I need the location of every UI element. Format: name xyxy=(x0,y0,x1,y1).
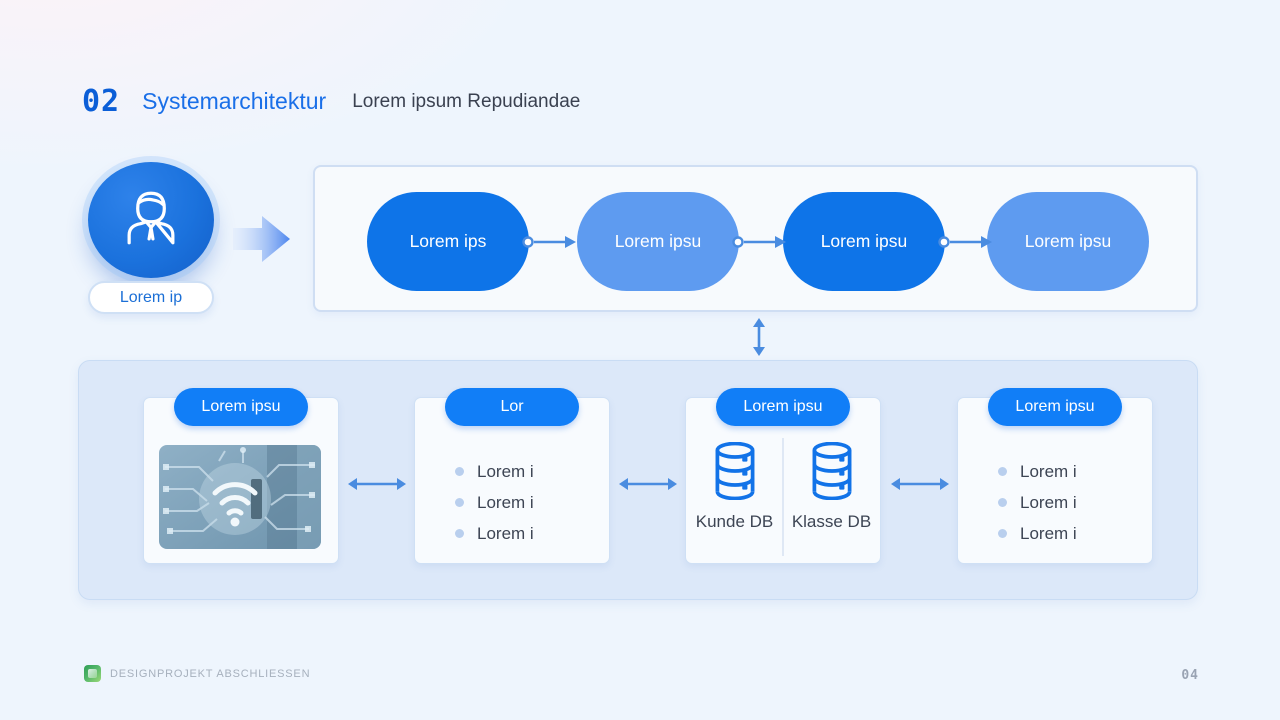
chevron-right-arrow xyxy=(233,216,290,262)
list-item: Lorem i xyxy=(958,487,1152,518)
flow-step-3: Lorem ipsu xyxy=(783,192,945,291)
bullet-list: Lorem i Lorem i Lorem i xyxy=(415,456,609,549)
module-card-list-2: Lorem ipsu Lorem i Lorem i Lorem i xyxy=(957,388,1153,564)
page-subtitle: Lorem ipsum Repudiandae xyxy=(352,90,581,112)
slide-header: 02 Systemarchitektur Lorem ipsum Repudia… xyxy=(82,84,580,119)
bullet-list: Lorem i Lorem i Lorem i xyxy=(958,456,1152,549)
process-flow-box: Lorem ips Lorem ipsu Lorem ipsu Lorem ip… xyxy=(313,165,1198,312)
database-kunde: Kunde DB xyxy=(686,441,783,532)
modules-container: Lorem ipsu xyxy=(78,360,1198,600)
database-icon xyxy=(809,441,855,505)
divider xyxy=(782,438,784,556)
list-item: Lorem i xyxy=(958,456,1152,487)
list-item: Lorem i xyxy=(415,456,609,487)
flow-step-4: Lorem ipsu xyxy=(987,192,1149,291)
horizontal-double-arrow xyxy=(619,478,677,490)
footer: DESIGNPROJEKT ABSCHLIESSEN xyxy=(84,665,310,682)
module-card-list-1: Lor Lorem i Lorem i Lorem i xyxy=(414,388,610,564)
vertical-double-arrow xyxy=(753,318,765,356)
flow-step-1: Lorem ips xyxy=(367,192,529,291)
module-title-badge: Lor xyxy=(445,388,579,426)
bullet-dot xyxy=(455,467,464,476)
footer-project-name: DESIGNPROJEKT ABSCHLIESSEN xyxy=(110,667,311,680)
module-card-databases: Lorem ipsu Kunde DB xyxy=(685,388,881,564)
list-item: Lorem i xyxy=(958,518,1152,549)
slide-number: 02 xyxy=(82,84,121,119)
user-icon xyxy=(113,180,189,261)
database-label: Kunde DB xyxy=(695,512,774,531)
module-title-badge: Lorem ipsu xyxy=(716,388,850,426)
page-number: 04 xyxy=(1181,668,1199,683)
flow-connector-arrow xyxy=(522,236,576,248)
actor-label: Lorem ip xyxy=(88,281,214,314)
bullet-dot xyxy=(998,498,1007,507)
module-title-badge: Lorem ipsu xyxy=(174,388,308,426)
bullet-dot xyxy=(998,529,1007,538)
database-icon xyxy=(712,441,758,505)
list-item: Lorem i xyxy=(415,518,609,549)
horizontal-double-arrow xyxy=(348,478,406,490)
project-logo-icon xyxy=(84,665,101,682)
page-title: Systemarchitektur xyxy=(142,88,327,114)
module-title-badge: Lorem ipsu xyxy=(988,388,1122,426)
flow-connector-arrow xyxy=(938,236,992,248)
flow-step-2: Lorem ipsu xyxy=(577,192,739,291)
bullet-dot xyxy=(455,498,464,507)
database-klasse: Klasse DB xyxy=(783,441,880,532)
bullet-dot xyxy=(455,529,464,538)
bullet-dot xyxy=(998,467,1007,476)
actor-avatar xyxy=(88,162,214,278)
flow-connector-arrow xyxy=(732,236,786,248)
wifi-circuit-image xyxy=(159,445,321,549)
list-item: Lorem i xyxy=(415,487,609,518)
module-card-image: Lorem ipsu xyxy=(143,388,339,564)
horizontal-double-arrow xyxy=(891,478,949,490)
database-label: Klasse DB xyxy=(791,512,872,531)
